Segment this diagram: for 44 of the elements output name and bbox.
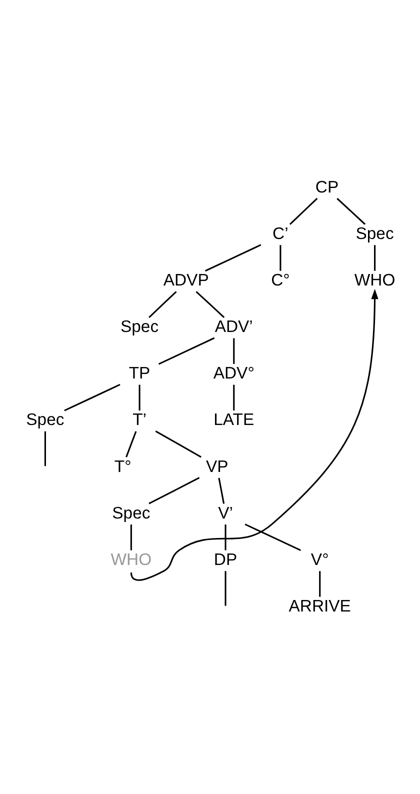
- node-text: Spec: [120, 316, 159, 336]
- node-text: C°: [271, 270, 290, 289]
- connector: [158, 336, 215, 364]
- node-text: WHO: [354, 270, 396, 289]
- connector: [280, 244, 282, 270]
- node-text: T°: [114, 456, 132, 476]
- connector: [138, 384, 140, 410]
- connector: [148, 290, 177, 318]
- node-text: V’: [218, 502, 233, 522]
- node-text: ADV’: [214, 316, 253, 336]
- node-text: CP: [315, 176, 339, 196]
- connector: [224, 570, 226, 606]
- connector: [205, 244, 262, 272]
- connector: [218, 477, 225, 504]
- connector: [224, 524, 226, 550]
- connector: [244, 523, 301, 551]
- node-text: Spec: [26, 410, 64, 429]
- node-text: ADV°: [213, 363, 254, 382]
- connector: [126, 430, 137, 457]
- connector: [148, 476, 200, 504]
- connector: [130, 524, 132, 550]
- node-text: Spec: [356, 223, 394, 242]
- connector: [155, 430, 202, 458]
- connector: [336, 197, 366, 224]
- node-text: WHO: [110, 549, 152, 568]
- node-text: ADVP: [163, 270, 209, 289]
- connector: [233, 384, 235, 410]
- connector: [233, 338, 235, 364]
- connector: [64, 383, 120, 411]
- node-text: C’: [272, 223, 288, 242]
- node-text: TP: [128, 363, 150, 382]
- connector: [319, 570, 321, 596]
- node-text: V°: [310, 549, 329, 568]
- connector: [44, 430, 46, 466]
- node-text: Spec: [112, 502, 150, 522]
- node-text: LATE: [214, 410, 254, 429]
- arrow: [130, 288, 378, 580]
- node-text: VP: [206, 456, 228, 476]
- node-text: T’: [132, 410, 147, 429]
- connector: [289, 197, 318, 224]
- node-text: ARRIVE: [288, 596, 351, 615]
- node-text: DP: [214, 549, 238, 568]
- connector: [196, 290, 225, 318]
- connector: [374, 244, 376, 270]
